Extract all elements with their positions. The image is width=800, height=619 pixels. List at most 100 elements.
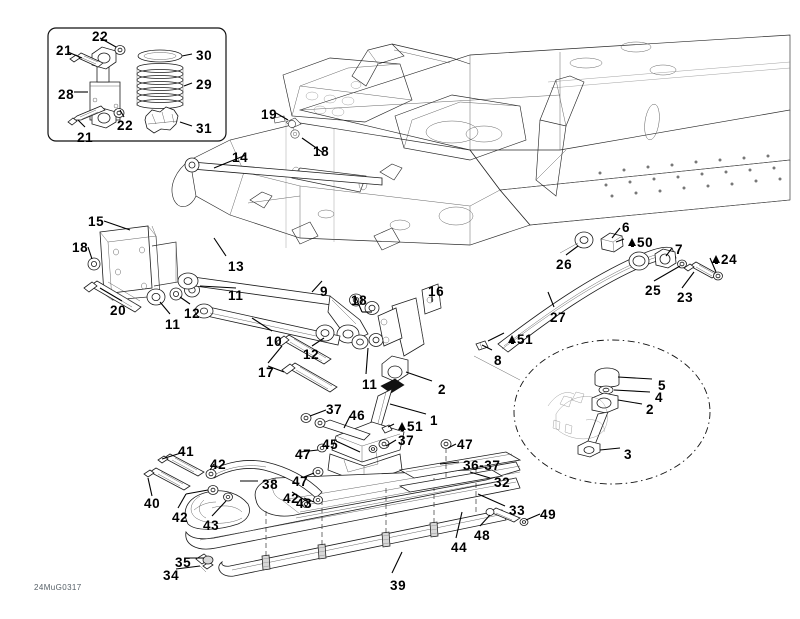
- callout-number: 33: [509, 503, 526, 518]
- callout-number: 47: [295, 447, 312, 462]
- callout-number: 48: [474, 528, 491, 543]
- callout-18: 18: [72, 241, 88, 255]
- callout-number: 27: [550, 310, 567, 325]
- triangle-marker-icon: [712, 255, 720, 264]
- callout-number: 44: [451, 540, 468, 555]
- callout-1: 1: [430, 414, 438, 428]
- callout-number: 4: [655, 390, 664, 405]
- callout-number: 46: [349, 408, 366, 423]
- ski-studs: [261, 521, 439, 571]
- callout-37: 37: [326, 403, 342, 417]
- spring-cap-30: [137, 49, 183, 63]
- callout-number: 36-37: [463, 458, 501, 473]
- callout-46: 46: [349, 409, 365, 423]
- a-arm-upper-9: [177, 272, 369, 344]
- callout-number: 23: [677, 290, 694, 305]
- callout-number: 24: [721, 252, 738, 267]
- chassis-assembly: [171, 34, 791, 251]
- callout-43: 43: [296, 497, 312, 511]
- callout-15: 15: [88, 215, 104, 229]
- callout-number: 47: [292, 474, 309, 489]
- callout-number: 42: [210, 457, 227, 472]
- callout-7: 7: [675, 243, 683, 257]
- coil-spring-29: [136, 63, 184, 109]
- callout-number: 1: [430, 413, 439, 428]
- spindle-assembly: [365, 283, 442, 442]
- callout-42: 42: [283, 492, 299, 506]
- callout-number: 12: [184, 306, 201, 321]
- callout-5: 5: [658, 379, 666, 393]
- callout-38: 38: [262, 478, 278, 492]
- callout-42: 42: [210, 458, 226, 472]
- callout-number: 12: [303, 347, 320, 362]
- callout-12: 12: [303, 348, 319, 362]
- callout-33: 33: [509, 504, 525, 518]
- callout-number: 42: [283, 491, 300, 506]
- callout-18: 18: [351, 294, 367, 308]
- detail-circle-view: [473, 339, 711, 485]
- callout-number: 51: [517, 332, 534, 347]
- callout-6: 6: [622, 221, 630, 235]
- bracket-15: [99, 225, 179, 301]
- callout-number: 51: [407, 419, 424, 434]
- callout-36-37: 36-37: [463, 459, 501, 473]
- callout-3: 3: [624, 448, 632, 462]
- callout-number: 9: [320, 284, 329, 299]
- rod-14: [184, 157, 383, 186]
- callout-9: 9: [320, 285, 328, 299]
- callout-number: 37: [398, 433, 415, 448]
- callout-number: 18: [72, 240, 89, 255]
- callout-42: 42: [172, 511, 188, 525]
- callout-47: 47: [295, 448, 311, 462]
- callout-50: 50: [628, 236, 653, 250]
- callout-51: 51: [508, 333, 533, 347]
- callout-number: 21: [56, 43, 73, 58]
- callout-23: 23: [677, 291, 693, 305]
- part-code-label: 24MuG0317: [34, 583, 82, 592]
- callout-44: 44: [451, 541, 467, 555]
- callout-31: 31: [196, 122, 212, 136]
- a-arm-lower-10: [194, 303, 341, 346]
- callout-number: 37: [326, 402, 343, 417]
- callout-21: 21: [56, 44, 72, 58]
- callout-45: 45: [322, 438, 338, 452]
- callout-39: 39: [390, 579, 406, 593]
- callout-11: 11: [228, 289, 243, 303]
- callout-43: 43: [203, 519, 219, 533]
- callout-number: 10: [266, 334, 283, 349]
- ski-assembly: [143, 413, 529, 577]
- callout-34: 34: [163, 569, 179, 583]
- spring-cam-31: [144, 106, 179, 134]
- callout-30: 30: [196, 49, 212, 63]
- callout-20: 20: [110, 304, 126, 318]
- callout-number: 26: [556, 257, 573, 272]
- callout-number: 7: [675, 242, 684, 257]
- callout-number: 3: [624, 447, 633, 462]
- callout-number: 21: [77, 130, 94, 145]
- triangle-marker-icon: [628, 238, 636, 247]
- callout-number: 43: [203, 518, 220, 533]
- callout-number: 20: [110, 303, 127, 318]
- callout-number: 19: [261, 107, 278, 122]
- callout-number: 31: [196, 121, 213, 136]
- callout-37: 37: [398, 434, 414, 448]
- callout-11: 11: [362, 378, 377, 392]
- callout-16: 16: [428, 285, 444, 299]
- callout-29: 29: [196, 78, 212, 92]
- callout-number: 22: [117, 118, 134, 133]
- callout-number: 14: [232, 150, 249, 165]
- callout-number: 42: [172, 510, 189, 525]
- callout-number: 25: [645, 283, 662, 298]
- callout-26: 26: [556, 258, 572, 272]
- callout-27: 27: [550, 311, 566, 325]
- callout-number: 41: [178, 444, 195, 459]
- callout-number: 40: [144, 496, 161, 511]
- callout-48: 48: [474, 529, 490, 543]
- callout-number: 2: [646, 402, 655, 417]
- callout-22: 22: [92, 30, 108, 44]
- callout-47: 47: [457, 438, 473, 452]
- hardware-18-20: [83, 257, 142, 313]
- callout-8: 8: [494, 354, 502, 368]
